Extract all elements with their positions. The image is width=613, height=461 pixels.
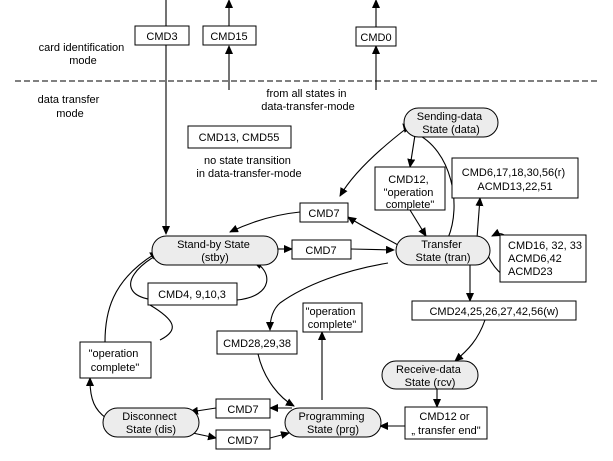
command-cmd28-29-38: CMD28,29,38 <box>216 330 298 355</box>
svg-text:CMD7: CMD7 <box>227 435 258 447</box>
command-cmd7-to-standby: CMD7 <box>299 202 349 223</box>
transition-edges <box>86 0 521 441</box>
command-cmd4-9-10-3: CMD4, 9,10,3 <box>147 282 238 306</box>
svg-text:"operation complete": "operation complete" <box>89 348 142 374</box>
svg-text:CMD15: CMD15 <box>210 31 247 43</box>
svg-text:CMD12 or „ transfer end": CMD12 or „ transfer end" <box>411 411 480 437</box>
svg-text:CMD24,25,26,27,42,56(w): CMD24,25,26,27,42,56(w) <box>429 306 558 318</box>
svg-text:Receive-data State (rcv): Receive-data State (rcv) <box>396 364 464 389</box>
svg-text:Sending-data State (data: Sending-data State (data) <box>417 111 486 136</box>
command-cmd7-to-transfer: CMD7 <box>291 239 352 260</box>
command-cmd12-operation-complete: CMD12, "operation complete" <box>374 166 446 211</box>
command-cmd0: CMD0 <box>355 26 397 47</box>
svg-text:CMD28,29,38: CMD28,29,38 <box>223 338 291 350</box>
svg-text:CMD4, 9,10,3: CMD4, 9,10,3 <box>158 289 226 301</box>
command-cmd16-acmd6: CMD16, 32, 33 ACMD6,42 ACMD23 <box>499 234 587 283</box>
command-operation-complete-programming: "operation complete" <box>302 302 363 333</box>
svg-text:"operation complete": "operation complete" <box>306 306 359 331</box>
state-standby: Stand-by State (stby) <box>151 235 279 266</box>
svg-text:CMD7: CMD7 <box>227 404 258 416</box>
svg-text:Transfer State (tran): Transfer State (tran) <box>415 239 470 264</box>
svg-text:Programming State (prg): Programming State (prg) <box>298 411 367 436</box>
state-receive-data: Receive-data State (rcv) <box>381 360 479 390</box>
card-identification-mode-label: card identification mode <box>39 42 128 67</box>
svg-text:Disconnect State (dis): Disconnect State (dis) <box>122 411 179 436</box>
svg-text:CMD0: CMD0 <box>360 32 391 44</box>
state-sending-data: Sending-data State (data) <box>403 107 499 138</box>
svg-text:CMD3: CMD3 <box>146 31 177 43</box>
command-cmd3: CMD3 <box>134 25 190 46</box>
svg-text:Stand-by State (stby): Stand-by State (stby) <box>177 239 253 264</box>
svg-text:CMD16, 32, 33 ACMD6,42: CMD16, 32, 33 ACMD6,42 ACMD23 <box>508 240 585 278</box>
command-cmd13-cmd55: CMD13, CMD55 <box>187 125 292 149</box>
command-cmd12-transfer-end: CMD12 or „ transfer end" <box>404 406 488 440</box>
svg-text:CMD12, "operation: CMD12, "operation complete" <box>384 174 437 211</box>
state-disconnect: Disconnect State (dis) <box>102 407 200 438</box>
svg-text:CMD7: CMD7 <box>305 245 336 257</box>
command-operation-complete-disconnect: "operation complete" <box>79 341 152 379</box>
svg-text:CMD13, CMD55: CMD13, CMD55 <box>199 132 280 144</box>
svg-text:CMD7: CMD7 <box>308 208 339 220</box>
command-cmd7-programming-to-disconnect: CMD7 <box>215 398 271 419</box>
data-transfer-mode-label: data transfer mode <box>38 94 103 120</box>
command-cmd6-acmd13: CMD6,17,18,30,56(r) ACMD13,22,51 <box>451 157 579 199</box>
state-transfer: Transfer State (tran) <box>395 235 491 266</box>
svg-text:CMD6,17,18,30,56(r) ACMD: CMD6,17,18,30,56(r) ACMD13,22,51 <box>462 167 568 193</box>
command-cmd7-disconnect-to-programming: CMD7 <box>215 429 271 450</box>
from-all-states-note: from all states in data-transfer-mode <box>261 88 355 113</box>
command-cmd15: CMD15 <box>202 25 257 46</box>
state-programming: Programming State (prg) <box>284 407 382 438</box>
command-cmd24-group: CMD24,25,26,27,42,56(w) <box>411 300 577 321</box>
no-state-transition-note: no state transition in data-transfer-mod… <box>196 155 301 180</box>
